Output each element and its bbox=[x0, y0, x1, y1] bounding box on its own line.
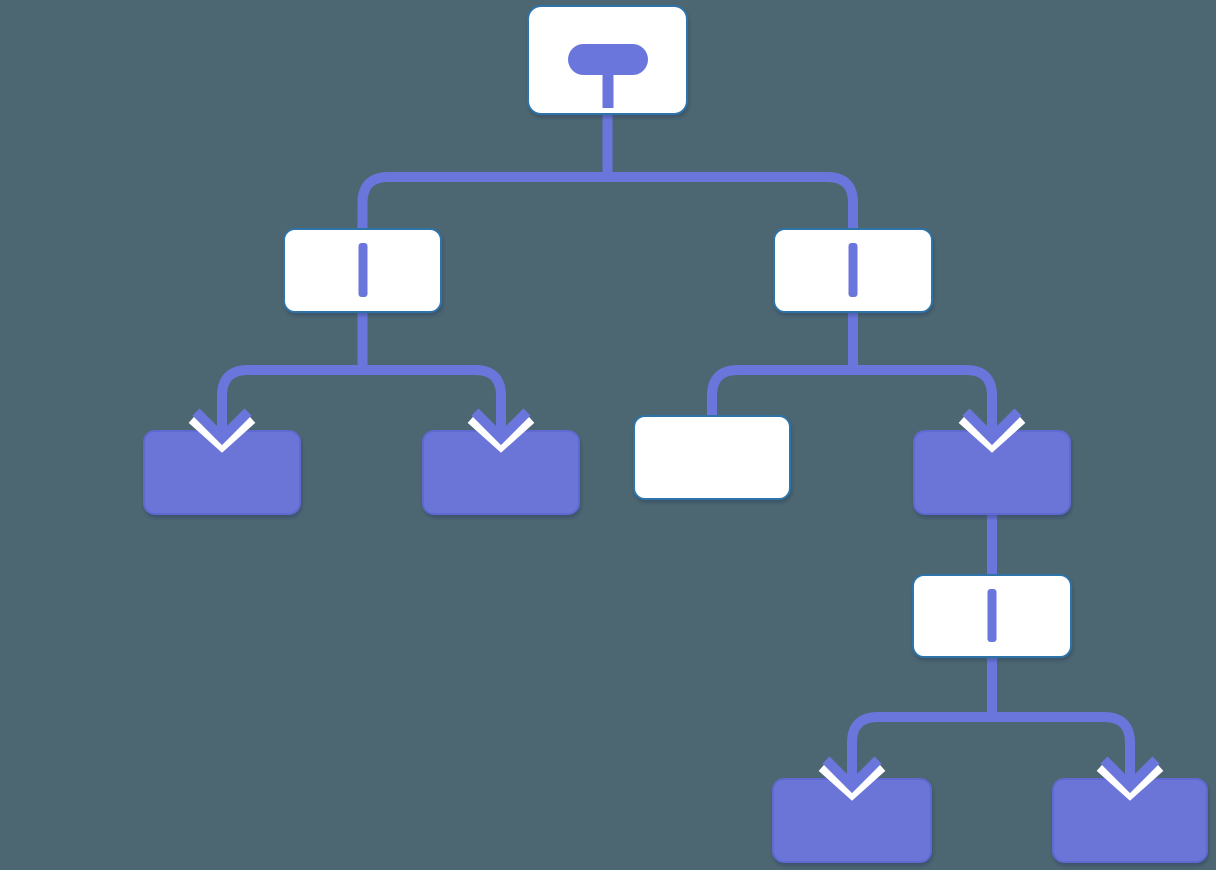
connector-branch-right-to-card-mid bbox=[707, 307, 858, 418]
node-divider-line bbox=[987, 589, 997, 642]
arrowhead-icon bbox=[958, 406, 1026, 453]
tree-root-icon bbox=[567, 44, 648, 75]
connector-root-to-branch-left bbox=[357, 109, 613, 231]
connector-branch-left-to-leaf-2 bbox=[357, 307, 506, 414]
connector-branch-bottom-to-leaf-3 bbox=[847, 652, 997, 762]
arrowhead-purple-chevron bbox=[962, 408, 1022, 446]
arrowhead-icon bbox=[467, 406, 535, 453]
arrowhead-icon bbox=[1096, 754, 1164, 801]
node-divider-line bbox=[848, 243, 858, 297]
arrowhead-icon bbox=[188, 406, 256, 453]
tree-root-stem bbox=[602, 73, 613, 108]
tree-node-root[interactable] bbox=[527, 5, 688, 115]
arrowhead-icon bbox=[818, 754, 886, 801]
tree-node-branch-right[interactable] bbox=[773, 228, 933, 313]
connector-root-to-branch-right bbox=[602, 109, 858, 231]
connector-branch-bottom-to-leaf-4 bbox=[987, 652, 1135, 762]
tree-node-branch-bottom[interactable] bbox=[912, 574, 1072, 658]
node-divider-line bbox=[358, 243, 367, 297]
connector-branch-right-to-node-right bbox=[848, 307, 997, 414]
tree-node-branch-left[interactable] bbox=[283, 228, 442, 313]
connector-branch-left-to-leaf-1 bbox=[217, 307, 368, 414]
arrowhead-purple-chevron bbox=[471, 408, 531, 446]
arrowhead-purple-chevron bbox=[192, 408, 252, 446]
arrowhead-purple-chevron bbox=[1100, 756, 1160, 794]
arrowhead-purple-chevron bbox=[822, 756, 882, 794]
tree-node-card-mid[interactable] bbox=[633, 415, 791, 500]
